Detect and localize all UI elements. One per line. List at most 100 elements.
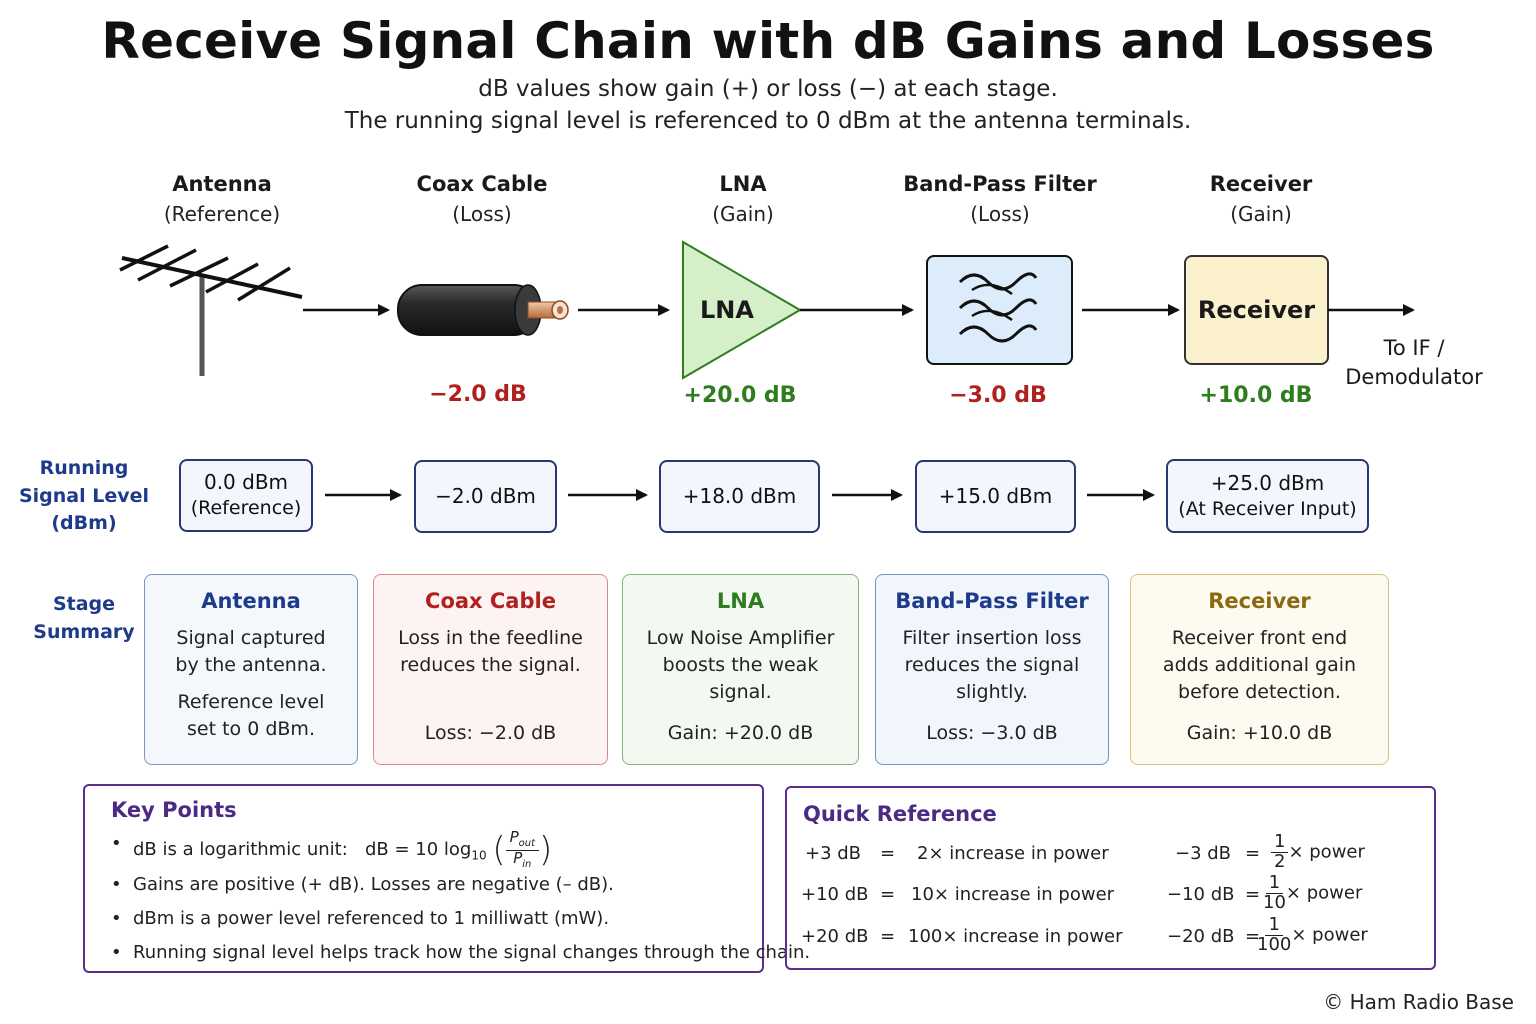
key-point-text: dB is a logarithmic unit: [133,839,348,860]
qr-fraction-den: 2 [1274,850,1286,872]
card-description: Low Noise Amplifier boosts the weak sign… [623,625,858,706]
stage-name: Receiver [1209,172,1313,196]
qr-equals: = [1245,884,1261,905]
card-line: reduces the signal [904,653,1080,676]
gain-coax: −2.0 dB [429,382,527,407]
card-description: Filter insertion loss reduces the signal… [876,625,1108,706]
key-point-2: Gains are positive (+ dB). Losses are ne… [111,874,614,895]
page-title: Receive Signal Chain with dB Gains and L… [101,12,1435,70]
lna-block-label: LNA [700,296,754,324]
qr-right-db: −3 dB [1175,843,1232,864]
card-line: reduces the signal. [400,653,581,676]
level-value: +15.0 dBm [938,484,1053,508]
key-point-3: dBm is a power level referenced to 1 mil… [111,908,609,929]
p-symbol: P [509,828,519,846]
card-title: LNA [716,589,765,613]
running-level-label: Running Signal Level (dBm) [14,455,154,538]
card-line: Loss in the feedline [398,627,583,649]
card-line: Filter insertion loss [902,627,1082,649]
stage-header-filter: Band-Pass Filter (Loss) [880,172,1120,226]
gain-receiver: +10.0 dB [1199,383,1313,408]
stage-name: Coax Cable [416,172,548,196]
qr-right-db: −20 dB [1167,926,1235,947]
card-line: Low Noise Amplifier [646,627,835,649]
level-box-receiver: +25.0 dBm (At Receiver Input) [1166,459,1369,533]
qr-equals: = [880,884,896,905]
db-formula: dB = 10 log10 ( Pout Pin ) [364,829,552,869]
card-title: Coax Cable [425,589,556,613]
running-label-line: Running [39,457,129,479]
quick-reference-panel: Quick Reference +3 dB = 2× increase in p… [785,786,1436,970]
qr-left-db: +10 dB [801,884,869,905]
qr-left-db: +3 dB [805,843,862,864]
card-title: Band-Pass Filter [895,589,1089,613]
card-line: signal. [709,680,772,703]
card-description: Receiver front end adds additional gain … [1131,625,1388,706]
qr-equals: = [880,843,896,864]
key-points-title: Key Points [111,798,237,822]
band-pass-filter-icon [926,255,1073,365]
summary-card-lna: LNA Low Noise Amplifier boosts the weak … [622,574,859,765]
gain-filter: −3.0 dB [949,383,1047,408]
power-ratio-fraction: Pout Pin [505,828,540,870]
qr-equals: = [1245,843,1261,864]
card-title: Antenna [201,589,301,613]
qr-fraction-num: 1 [1265,873,1284,894]
level-note: (At Receiver Input) [1178,497,1357,520]
stage-summary-label: Stage Summary [14,591,154,646]
stage-header-coax: Coax Cable (Loss) [382,172,582,226]
level-note: (Reference) [190,497,302,520]
card-value: Loss: −2.0 dB [424,722,557,744]
summary-card-receiver: Receiver Receiver front end adds additio… [1130,574,1389,765]
level-value: +25.0 dBm [1210,470,1325,495]
p-in-subscript: in [522,858,532,870]
card-value: Gain: +20.0 dB [667,722,814,744]
level-value: +18.0 dBm [682,484,797,508]
card-line: by the antenna. [175,653,327,676]
fraction-numerator: Pout [505,828,540,851]
qr-suffix: × power [1285,882,1363,904]
qr-suffix: × power [1288,841,1365,863]
stage-type: (Gain) [1230,202,1292,226]
qr-fraction-den: 100 [1257,933,1292,955]
qr-fraction-num: 1 [1265,915,1283,936]
output-label-line-2: Demodulator [1345,365,1483,390]
coax-cable-icon [397,284,569,336]
running-label-line: (dBm) [51,512,117,535]
card-description: Loss in the feedline reduces the signal. [374,625,607,679]
stage-name: Antenna [172,172,272,196]
stage-type: (Reference) [163,202,281,226]
summary-label-line: Summary [33,620,135,643]
card-line: before detection. [1178,680,1341,703]
qr-fraction-num: 1 [1271,832,1289,853]
quick-reference-title: Quick Reference [803,802,997,826]
p-out-subscript: out [518,838,536,849]
formula-text: dB = 10 log [364,839,472,860]
subtitle-line-1: dB values show gain (+) or loss (−) at e… [478,76,1058,102]
card-line: slightly. [956,680,1028,703]
card-line: adds additional gain [1162,653,1357,676]
qr-suffix: × power [1291,924,1368,946]
receiver-block-label: Receiver [1197,296,1316,324]
output-label-line-1: To IF / [1383,336,1445,360]
qr-left-db: +20 dB [801,926,869,947]
summary-card-filter: Band-Pass Filter Filter insertion loss r… [875,574,1109,765]
qr-fraction-den: 10 [1263,891,1286,913]
qr-equals: = [1245,926,1261,947]
level-box-lna: +18.0 dBm [659,460,820,533]
qr-left-desc: 100× increase in power [908,926,1123,947]
card-line: set to 0 dBm. [187,717,315,740]
gain-lna: +20.0 dB [683,383,797,408]
signal-chain-diagram [119,240,1415,380]
stage-header-lna: LNA (Gain) [643,172,843,226]
qr-equals: = [880,926,896,947]
key-points-panel: Key Points dB is a logarithmic unit: dB … [83,784,810,973]
key-point-4: Running signal level helps track how the… [111,942,810,963]
level-box-coax: −2.0 dBm [414,460,557,533]
paren-open: ( [492,830,506,870]
level-box-filter: +15.0 dBm [915,460,1076,533]
card-value: Gain: +10.0 dB [1186,722,1333,744]
copyright-footer: © Ham Radio Base [1323,990,1514,1014]
